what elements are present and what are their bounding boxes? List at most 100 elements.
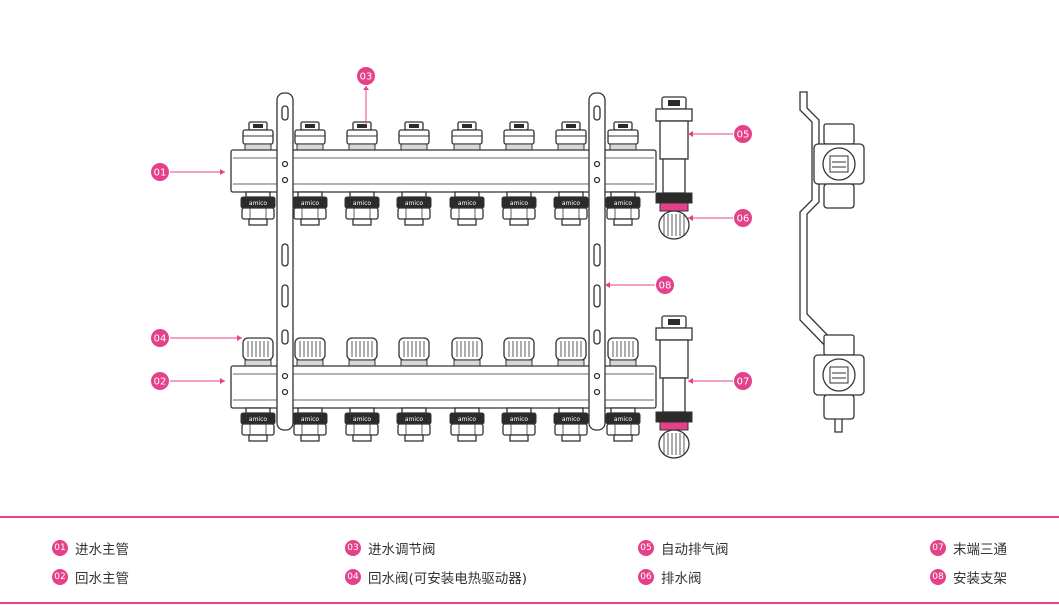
return-return-valve-7-body (555, 337, 587, 361)
left-bracket-slot (281, 243, 289, 267)
supply-outlet-4-neck (401, 191, 427, 198)
supply-outlet-7-tail (561, 218, 581, 226)
left-bracket-slot (281, 329, 289, 345)
return-outlet-4-nut (397, 423, 431, 436)
side-supply-valve-cap (823, 123, 855, 145)
return-outlet-5-tail (457, 434, 477, 442)
supply-outlet-6-neck (506, 191, 532, 198)
supply-outlet-3-neck (349, 191, 375, 198)
callout-badge (734, 209, 752, 227)
supply-end-tee (662, 158, 686, 194)
right-bracket-bolt (593, 160, 601, 168)
supply-adjuster-2-knob-slot (305, 124, 315, 128)
return-end-drain-band (655, 411, 693, 423)
supply-outlet-5-nut (450, 207, 484, 220)
legend-label: 安装支架 (953, 571, 1007, 587)
left-bracket-bolt (281, 160, 289, 168)
return-return-valve-8-body (607, 337, 639, 361)
callout-number: 03 (360, 72, 373, 83)
return-outlet-6-brand-label: amico (510, 416, 528, 423)
supply-outlet-3-brand-label: amico (353, 200, 371, 207)
supply-main-pipe (230, 149, 657, 193)
return-outlet-2-neck (297, 407, 323, 414)
callout-number: 04 (154, 334, 167, 345)
supply-outlet-5-tail (457, 218, 477, 226)
supply-end-drain-knob (658, 210, 690, 240)
return-return-valve-1-collar (244, 359, 272, 367)
supply-adjuster-4-knob-slot (409, 124, 419, 128)
callout-06: 06 (688, 209, 752, 227)
return-outlet-4-neck (401, 407, 427, 414)
legend-bottom-divider (0, 602, 1059, 604)
legend-badge: 08 (930, 569, 946, 585)
callout-badge (734, 372, 752, 390)
return-outlet-7-brand-label: amico (562, 416, 580, 423)
supply-adjuster-6-collar (505, 143, 533, 151)
return-outlet-2-tail (300, 434, 320, 442)
return-return-valve-4-body (398, 337, 430, 361)
return-outlet-1-brand-label: amico (249, 416, 267, 423)
legend-badge: 04 (345, 569, 361, 585)
legend-label: 进水主管 (75, 542, 129, 558)
return-end-vent-body (659, 339, 689, 379)
callout-arrowhead (605, 282, 610, 288)
return-end-vent-nut (655, 327, 693, 341)
side-return-valve-outlet-nut (823, 394, 855, 420)
supply-adjuster-2-nut (294, 129, 326, 145)
return-outlet-1-nut (241, 423, 275, 436)
supply-outlet-8-tail (613, 218, 633, 226)
callout-badge (151, 163, 169, 181)
return-return-valve-2-body (294, 337, 326, 361)
legend-item-01: 01 进水主管 (52, 538, 129, 558)
supply-adjuster-7-collar (557, 143, 585, 151)
supply-outlet-6-tail (509, 218, 529, 226)
supply-adjuster-6-knob-slot (514, 124, 524, 128)
return-outlet-3-brand-label: amico (353, 416, 371, 423)
callout-badge (151, 372, 169, 390)
side-supply-valve-gauge (829, 155, 849, 173)
callout-badge (151, 329, 169, 347)
right-bracket-bolt (593, 388, 601, 396)
supply-end-vent-slot (668, 100, 680, 106)
supply-end-vent-body (659, 120, 689, 160)
return-return-valve-8-collar (609, 359, 637, 367)
right-bracket-bolt (593, 176, 601, 184)
return-outlet-4-brand-label: amico (405, 416, 423, 423)
supply-outlet-8-neck (610, 191, 636, 198)
return-outlet-7-tail (561, 434, 581, 442)
supply-adjuster-1-nut (242, 129, 274, 145)
callout-number: 07 (737, 377, 750, 388)
supply-outlet-6-nut (502, 207, 536, 220)
callout-arrowhead (363, 86, 369, 90)
right-bracket-slot (593, 284, 601, 308)
return-outlet-1-neck (245, 407, 271, 414)
supply-adjuster-5-nut (451, 129, 483, 145)
supply-adjuster-4-collar (400, 143, 428, 151)
return-outlet-7-neck (558, 407, 584, 414)
supply-adjuster-8-collar (609, 143, 637, 151)
left-bracket-bolt (281, 372, 289, 380)
supply-adjuster-5-collar (453, 143, 481, 151)
return-outlet-1-tail (248, 434, 268, 442)
return-end-drain-knob (658, 429, 690, 459)
supply-outlet-1-tail (248, 218, 268, 226)
supply-adjuster-7-nut (555, 129, 587, 145)
supply-outlet-5-neck (454, 191, 480, 198)
return-outlet-5-nut (450, 423, 484, 436)
side-view (799, 91, 865, 433)
return-return-valve-5-body (451, 337, 483, 361)
side-supply-valve-outlet-nut (823, 183, 855, 209)
return-outlet-2-nut (293, 423, 327, 436)
legend-label: 自动排气阀 (661, 542, 729, 558)
legend-label: 末端三通 (953, 542, 1007, 558)
return-return-valve-4-collar (400, 359, 428, 367)
return-outlet-5-neck (454, 407, 480, 414)
supply-outlet-7-nut (554, 207, 588, 220)
right-bracket-slot (593, 105, 601, 121)
supply-outlet-7-neck (558, 191, 584, 198)
callout-07: 07 (688, 372, 752, 390)
end-fittings (655, 96, 693, 459)
